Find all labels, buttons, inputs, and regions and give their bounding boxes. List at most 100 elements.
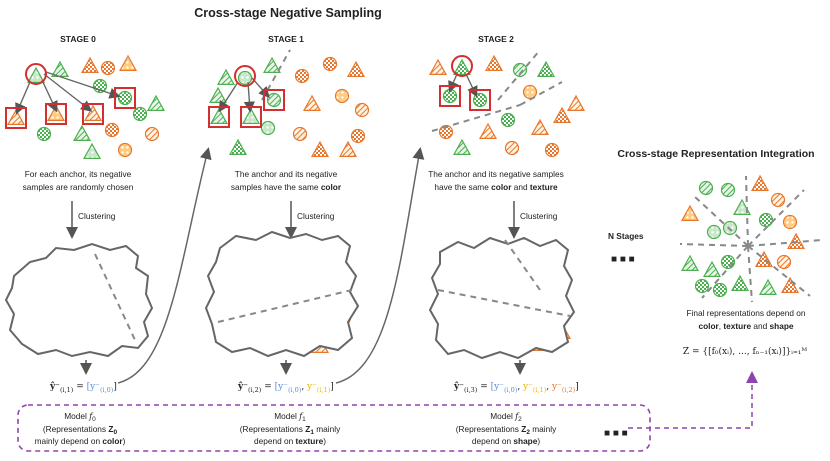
sample-triangle-icon (310, 140, 330, 157)
stage2-negative-box-2 (469, 89, 491, 111)
sample-circle-icon (294, 68, 310, 84)
stage0-desc-line1: For each anchor, its negative (25, 169, 132, 179)
sample-circle-icon (442, 88, 458, 104)
sample-triangle-icon (566, 94, 586, 112)
final-formula: Z = {[f₀(xᵢ), ..., fₙ₋₁(xᵢ)]}ᵢ₌₁ᴹ (683, 346, 808, 357)
sample-circle-icon (100, 60, 116, 76)
stage1-color-divider (261, 49, 291, 101)
stage0-cluster-blob (4, 242, 154, 358)
sample-triangle-icon (26, 66, 46, 84)
stage2-cluster-blob (428, 236, 576, 360)
stage1-to-stage2-arrow (335, 147, 425, 384)
model1-title: Model f1 (274, 411, 306, 423)
stage2-divider-b (519, 81, 563, 106)
sample-circle-icon (758, 212, 774, 228)
sample-circle-icon (504, 140, 520, 156)
sample-circle-icon (698, 180, 714, 196)
stage0-negative-box-2 (45, 103, 67, 125)
stage0-negative-box-4 (114, 87, 136, 109)
sample-triangle-icon (680, 254, 700, 271)
sample-circle-icon (544, 142, 560, 158)
final-repr-line2: color, texture and shape (698, 321, 793, 331)
stage2-blob-divider-b (437, 289, 571, 317)
stage0-negative-box-3 (82, 103, 104, 125)
model0-desc-line1: (Representations Z0 (43, 424, 118, 436)
stage2-formula: ŷ⁻(i,3) = [y⁻(i,0), y⁻(i,1), y⁻(i,2)] (453, 381, 579, 394)
sample-circle-icon (776, 254, 792, 270)
model0-title: Model f0 (64, 411, 96, 423)
sample-circle-icon (720, 182, 736, 198)
sample-circle-icon (706, 224, 722, 240)
stage2-clustering-label: Clustering (520, 211, 558, 221)
stage1-desc-line1: The anchor and its negative (235, 169, 338, 179)
sample-triangle-icon (452, 58, 472, 76)
final-repr-line1: Final representations depend on (686, 308, 805, 318)
models-ellipsis: ■ ■ ■ (604, 428, 628, 439)
anchor-markers (5, 55, 491, 129)
sample-circle-icon (438, 124, 454, 140)
stage1-anchor-circle (234, 65, 256, 87)
sample-circle-icon (117, 90, 133, 106)
sample-circle-icon (266, 92, 282, 108)
sample-triangle-icon (552, 106, 572, 124)
sample-triangle-icon (428, 58, 448, 76)
sample-circle-icon (260, 120, 276, 136)
stage1-cluster-blob (204, 230, 360, 358)
n-stages-ellipsis: ■ ■ ■ (611, 254, 635, 265)
stage2-anchor-links (448, 73, 478, 98)
stage0-blob-divider (94, 253, 136, 341)
sample-circle-icon (237, 70, 253, 86)
sample-triangle-icon (702, 260, 722, 277)
sample-triangle-icon (758, 278, 778, 295)
sample-triangle-icon (228, 138, 248, 155)
stage2-desc-line2: have the same color and texture (434, 182, 558, 192)
model0-desc-line2: mainly depend on color) (35, 436, 126, 446)
stage1-clustering-label: Clustering (297, 211, 335, 221)
sample-triangle-icon (530, 118, 550, 135)
sample-triangle-icon (730, 274, 750, 291)
stage1-blob-divider (217, 289, 353, 323)
sample-triangle-icon (83, 104, 103, 122)
sample-circle-icon (500, 112, 516, 128)
stage-1-label: STAGE 1 (268, 34, 304, 44)
model2-title: Model f2 (490, 411, 522, 423)
sample-triangle-icon (241, 107, 261, 125)
sample-triangle-icon (216, 68, 236, 86)
stage-2-label: STAGE 2 (478, 34, 514, 44)
sample-triangle-icon (46, 104, 66, 122)
sample-circle-icon (104, 122, 120, 138)
stage0-negative-box-1 (5, 107, 27, 129)
sample-triangle-icon (82, 142, 102, 159)
stage1-desc-line2: samples have the same color (231, 182, 342, 192)
sample-triangle-icon (302, 94, 322, 112)
stage-0-label: STAGE 0 (60, 34, 96, 44)
models-to-integration-arrow (628, 371, 758, 429)
diagram-title: Cross-stage Negative Sampling (194, 6, 382, 20)
integration-title: Cross-stage Representation Integration (617, 148, 814, 160)
sample-triangle-icon (338, 140, 358, 157)
sample-circle-icon (117, 142, 133, 158)
stage0-to-stage1-arrow (117, 147, 212, 384)
sample-circle-icon (354, 102, 370, 118)
sample-triangle-icon (750, 174, 770, 191)
sample-triangle-icon (262, 56, 282, 74)
sample-circle-icon (712, 282, 728, 298)
stage0-formula: ŷ⁻(i,1) = [y⁻(i,0)] (49, 381, 117, 394)
model1-desc-line1: (Representations Z1 mainly (240, 424, 341, 436)
stage2-negative-box-1 (439, 85, 461, 107)
sample-circle-icon (132, 106, 148, 122)
sample-triangle-icon (209, 107, 229, 125)
n-stages-label: N Stages (608, 231, 644, 241)
sample-circle-icon (770, 192, 786, 208)
sample-circle-icon (782, 214, 798, 230)
clustering-arrows (66, 201, 520, 239)
sample-circle-icon (322, 56, 338, 72)
sample-triangle-icon (484, 54, 504, 72)
sample-triangle-icon (80, 56, 100, 74)
sample-circle-icon (350, 128, 366, 144)
model2-desc-line1: (Representations Z2 mainly (456, 424, 557, 436)
model2-desc-line2: depend on shape) (472, 436, 541, 446)
model1-desc-line2: depend on texture) (254, 436, 326, 446)
